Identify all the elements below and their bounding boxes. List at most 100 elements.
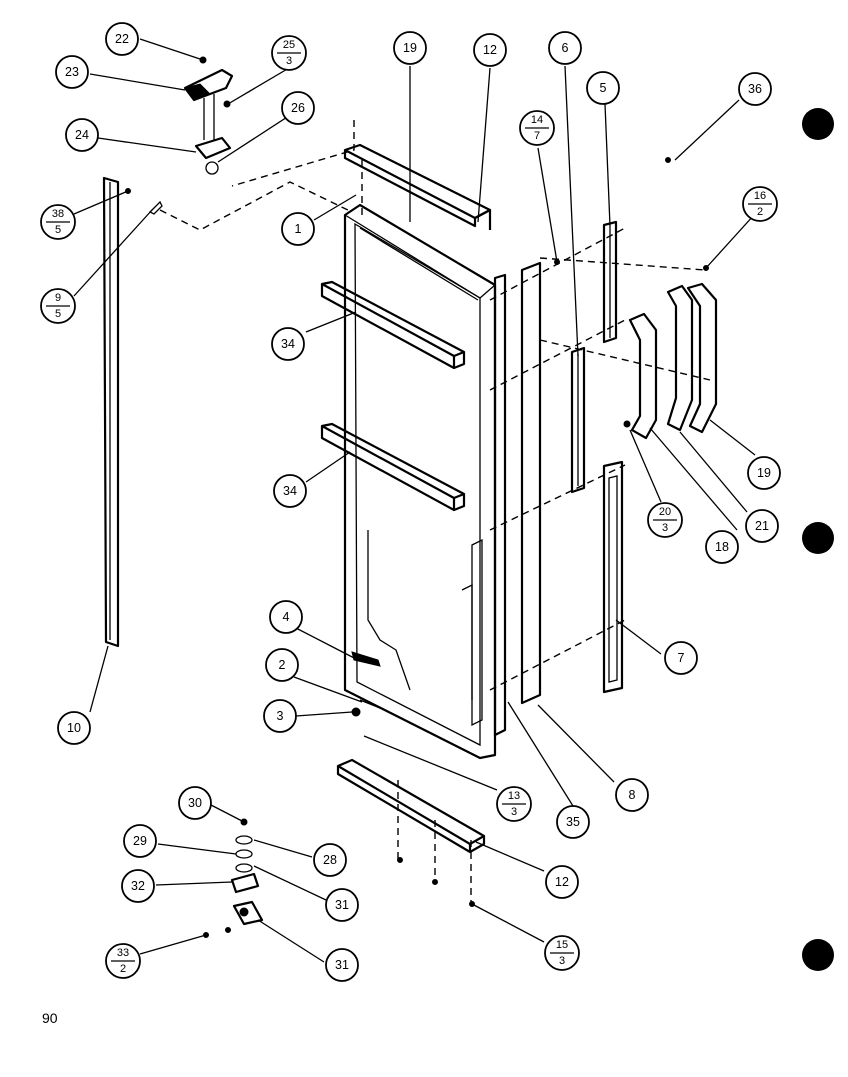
callout-20-3: 20 3 [647,502,683,538]
bottom-door-cap-part [336,758,486,854]
callout-15-3: 15 3 [544,935,580,971]
callout-21-label: 21 [755,519,769,533]
callout-22-label: 22 [115,32,129,46]
callout-20-3-bottom: 3 [662,522,668,534]
callout-23-label: 23 [65,65,79,79]
callout-35: 35 [556,805,590,839]
door-panel-part [343,203,497,760]
callout-33-2: 33 2 [105,943,141,979]
punch-hole-middle [802,522,834,554]
callout-29: 30 [178,786,212,820]
callout-4: 4 [269,600,303,634]
top-hinge-assembly [183,56,234,175]
callout-10: 10 [57,711,91,745]
callout-2-label: 2 [279,658,286,672]
callout-5-label: 5 [600,81,607,95]
callout-38-5-bottom: 5 [55,224,61,236]
callout-13-3: 13 3 [496,786,532,822]
callout-34-upper: 34 [271,327,305,361]
callout-19-label: 19 [757,466,771,480]
small-fasteners [125,188,163,215]
callout-1: 1 [281,212,315,246]
vertical-strip-parts [570,220,624,694]
assembly-guide-lines [159,120,711,905]
callout-28-label: 29 [133,834,147,848]
callout-29-label: 30 [188,796,202,810]
bottom-hinge-assembly [203,818,264,938]
callout-8: 8 [615,778,649,812]
callout-8-label: 8 [629,788,636,802]
callout-14-7-top: 14 [531,114,543,126]
callout-34-lower: 34 [273,474,307,508]
callout-38-5: 38 5 [40,204,76,240]
callout-25-3: 25 3 [271,35,307,71]
punch-hole-top [802,108,834,140]
callout-34-upper-label: 34 [281,337,295,351]
callout-18-label: 18 [715,540,729,554]
callout-17: 19 [393,31,427,65]
callout-30-label: 31 [335,898,349,912]
callout-6-label: 6 [562,41,569,55]
callout-3: 3 [263,699,297,733]
callout-27-label: 28 [323,853,337,867]
callout-24: 24 [65,118,99,152]
callout-32: 32 [121,869,155,903]
callout-38-5-top: 38 [52,208,64,220]
callout-32-label: 32 [131,879,145,893]
callout-30: 31 [325,888,359,922]
screws [397,157,671,907]
page-number: 90 [42,1010,58,1026]
callout-24-label: 24 [75,128,89,142]
callout-3-label: 3 [277,709,284,723]
callout-10-label: 10 [67,721,81,735]
callout-13-3-bottom: 3 [511,806,517,818]
callout-25-3-bottom: 3 [286,55,292,67]
callout-9-5: 9 5 [40,288,76,324]
callout-17-label: 19 [403,41,417,55]
callout-31-label: 31 [335,958,349,972]
callout-7: 7 [664,641,698,675]
callout-25-3-top: 25 [283,39,295,51]
callout-36-label: 36 [748,82,762,96]
callout-18: 18 [705,530,739,564]
callout-2: 2 [265,648,299,682]
callout-5: 5 [586,71,620,105]
callout-28: 29 [123,824,157,858]
callout-7-label: 7 [678,651,685,665]
callout-22: 22 [105,22,139,56]
callout-11: 12 [473,33,507,67]
callout-21: 21 [745,509,779,543]
callout-4-label: 4 [283,610,290,624]
callout-20-3-top: 20 [659,506,671,518]
callout-9-5-top: 9 [55,292,61,304]
callout-13-3-top: 13 [508,790,520,802]
callout-36: 36 [738,72,772,106]
callout-14-7-bottom: 7 [534,130,540,142]
callout-15-3-top: 15 [556,939,568,951]
callout-26-label: 26 [291,101,305,115]
callout-9-5-bottom: 5 [55,308,61,320]
callout-31: 31 [325,948,359,982]
callout-19: 19 [747,456,781,490]
callout-27: 28 [313,843,347,877]
callout-1-label: 1 [295,222,302,236]
side-trim-strips [461,261,542,737]
callout-34-lower-label: 34 [283,484,297,498]
callout-15-3-bottom: 3 [559,955,565,967]
callout-16-2: 16 2 [742,186,778,222]
callout-14-7: 14 7 [519,110,555,146]
top-door-cap-part [343,143,492,230]
shelf-bar-parts [320,280,466,512]
callout-6: 6 [548,31,582,65]
door-handle-parts [623,265,718,440]
callout-35-label: 35 [566,815,580,829]
callout-11-label: 12 [483,43,497,57]
callout-leaders [73,38,756,963]
callout-33-2-bottom: 2 [120,963,126,975]
callout-26: 26 [281,91,315,125]
binder-punch-holes [802,108,834,971]
callout-33-2-top: 33 [117,947,129,959]
callout-12: 12 [545,865,579,899]
punch-hole-bottom [802,939,834,971]
